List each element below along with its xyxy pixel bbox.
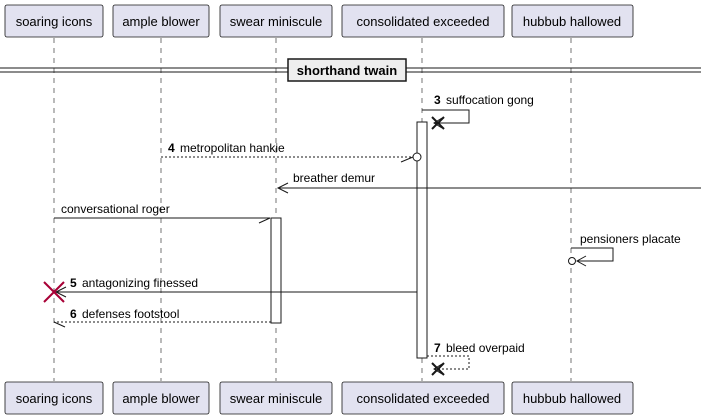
message-number: 4	[168, 141, 175, 155]
participant-label: swear miniscule	[230, 14, 322, 29]
participant-label: ample blower	[122, 391, 200, 406]
message-label: bleed overpaid	[446, 341, 525, 355]
message-7: 7 bleed overpaid	[427, 341, 525, 376]
participant-bottom-hubbub-hallowed: hubbub hallowed	[511, 381, 634, 415]
divider-label: shorthand twain	[297, 63, 397, 78]
message-label: breather demur	[293, 171, 375, 185]
message-5: 5 antagonizing finessed	[43, 276, 417, 303]
participant-top-soaring-icons: soaring icons	[4, 4, 104, 38]
participant-label: soaring icons	[16, 391, 93, 406]
participant-top-consolidated-exceeded: consolidated exceeded	[341, 4, 505, 38]
participant-label: swear miniscule	[230, 391, 322, 406]
message-label: antagonizing finessed	[82, 276, 198, 290]
participant-bottom-soaring-icons: soaring icons	[4, 381, 104, 415]
activation-bar-consolidated-exceeded	[416, 121, 428, 359]
participant-label: soaring icons	[16, 14, 93, 29]
divider: shorthand twain	[0, 58, 701, 82]
message-number: 7	[434, 341, 441, 355]
participant-top-ample-blower: ample blower	[112, 4, 210, 38]
participant-label: consolidated exceeded	[357, 391, 490, 406]
participant-top-hubbub-hallowed: hubbub hallowed	[511, 4, 634, 38]
message-pensioners-placate: pensioners placate	[568, 232, 681, 267]
participant-label: hubbub hallowed	[523, 14, 621, 29]
message-3: 3 suffocation gong	[422, 93, 534, 130]
participant-bottom-swear-miniscule: swear miniscule	[219, 381, 333, 415]
message-label: conversational roger	[61, 202, 170, 216]
activation-bar-swear-miniscule	[270, 217, 282, 324]
participant-top-swear-miniscule: swear miniscule	[219, 4, 333, 38]
participant-bottom-consolidated-exceeded: consolidated exceeded	[341, 381, 505, 415]
message-label: metropolitan hankie	[180, 141, 285, 155]
participant-label: ample blower	[122, 14, 200, 29]
message-conversational-roger: conversational roger	[54, 202, 271, 224]
participant-label: consolidated exceeded	[357, 14, 490, 29]
message-6: 6 defenses footstool	[53, 307, 271, 328]
message-label: defenses footstool	[82, 307, 179, 321]
message-label: pensioners placate	[580, 232, 681, 246]
participant-bottom-ample-blower: ample blower	[112, 381, 210, 415]
message-number: 5	[70, 276, 77, 290]
message-number: 6	[70, 307, 77, 321]
participant-label: hubbub hallowed	[523, 391, 621, 406]
message-label: suffocation gong	[446, 93, 534, 107]
message-4: 4 metropolitan hankie	[161, 141, 422, 163]
message-number: 3	[434, 93, 441, 107]
message-breather-demur: breather demur	[276, 171, 701, 194]
